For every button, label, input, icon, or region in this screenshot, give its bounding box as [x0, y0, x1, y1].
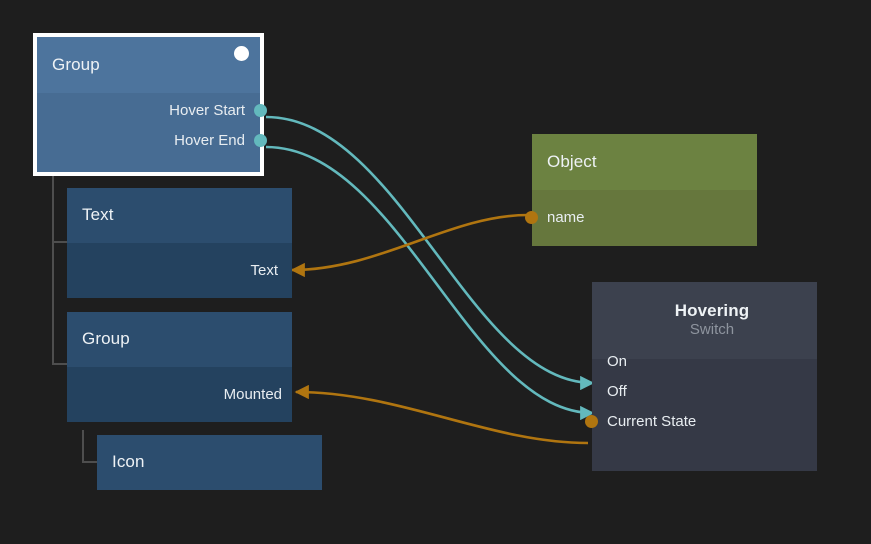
port-dot-object-name[interactable]	[525, 210, 538, 224]
port-row-current-state[interactable]: Current State	[585, 411, 696, 431]
port-label-hover-start: Hover Start	[169, 101, 245, 119]
port-label-on: On	[607, 352, 628, 370]
node-object[interactable]: Object name	[525, 134, 757, 246]
port-dot-current-state[interactable]	[585, 414, 598, 428]
port-label-mounted: Mounted	[223, 385, 282, 403]
port-row-on[interactable]: On	[607, 351, 627, 371]
node-hovering-subtitle: Switch	[689, 321, 735, 339]
node-icon-header[interactable]: Icon	[97, 435, 322, 490]
edge-object-name-to-text[interactable]	[290, 213, 529, 278]
node-hovering-title: Hovering	[674, 301, 750, 321]
node-hovering-body: On Off Current State	[585, 353, 817, 471]
port-row-off[interactable]: Off	[607, 381, 627, 401]
node-group-root-body: Hover Start Hover End	[37, 93, 267, 172]
node-text[interactable]: Text Text	[67, 188, 292, 298]
port-label-text-input: Text	[250, 261, 278, 279]
node-group-child[interactable]: Group Mounted	[67, 312, 292, 422]
port-label-off: Off	[607, 382, 627, 400]
node-group-child-title: Group	[82, 329, 130, 349]
port-row-hover-start[interactable]: Hover Start	[169, 100, 267, 120]
node-icon[interactable]: Icon	[97, 435, 322, 490]
port-row-hover-end[interactable]: Hover End	[174, 130, 267, 150]
port-row-mounted[interactable]: Mounted	[224, 384, 282, 404]
port-row-text-input[interactable]: Text	[250, 260, 278, 280]
port-dot-hover-start[interactable]	[254, 103, 267, 117]
edge-current-state-to-mounted[interactable]	[294, 384, 589, 445]
node-text-title: Text	[82, 205, 114, 225]
selected-indicator-dot	[234, 46, 249, 61]
port-label-object-name: name	[547, 208, 585, 226]
port-row-object-name[interactable]: name	[525, 207, 585, 227]
node-object-header[interactable]: Object	[532, 134, 757, 190]
port-label-current-state: Current State	[607, 412, 697, 430]
node-text-body: Text	[67, 243, 292, 298]
tree-line-root	[52, 176, 67, 365]
node-group-root-header[interactable]: Group	[37, 37, 260, 93]
node-hovering-header[interactable]: Hovering Switch	[592, 282, 817, 359]
node-hovering[interactable]: Hovering Switch On Off Current State	[585, 282, 817, 471]
node-group-child-body: Mounted	[67, 367, 292, 422]
tree-line-branch-icon	[82, 430, 97, 463]
node-icon-title: Icon	[112, 452, 145, 472]
node-object-body: name	[525, 190, 757, 246]
node-object-title: Object	[547, 151, 597, 171]
port-dot-hover-end[interactable]	[254, 133, 267, 147]
port-label-hover-end: Hover End	[174, 131, 245, 149]
node-group-root[interactable]: Group Hover Start Hover End	[33, 33, 267, 176]
node-group-root-title: Group	[52, 54, 100, 74]
node-text-header[interactable]: Text	[67, 188, 292, 243]
node-group-child-header[interactable]: Group	[67, 312, 292, 367]
